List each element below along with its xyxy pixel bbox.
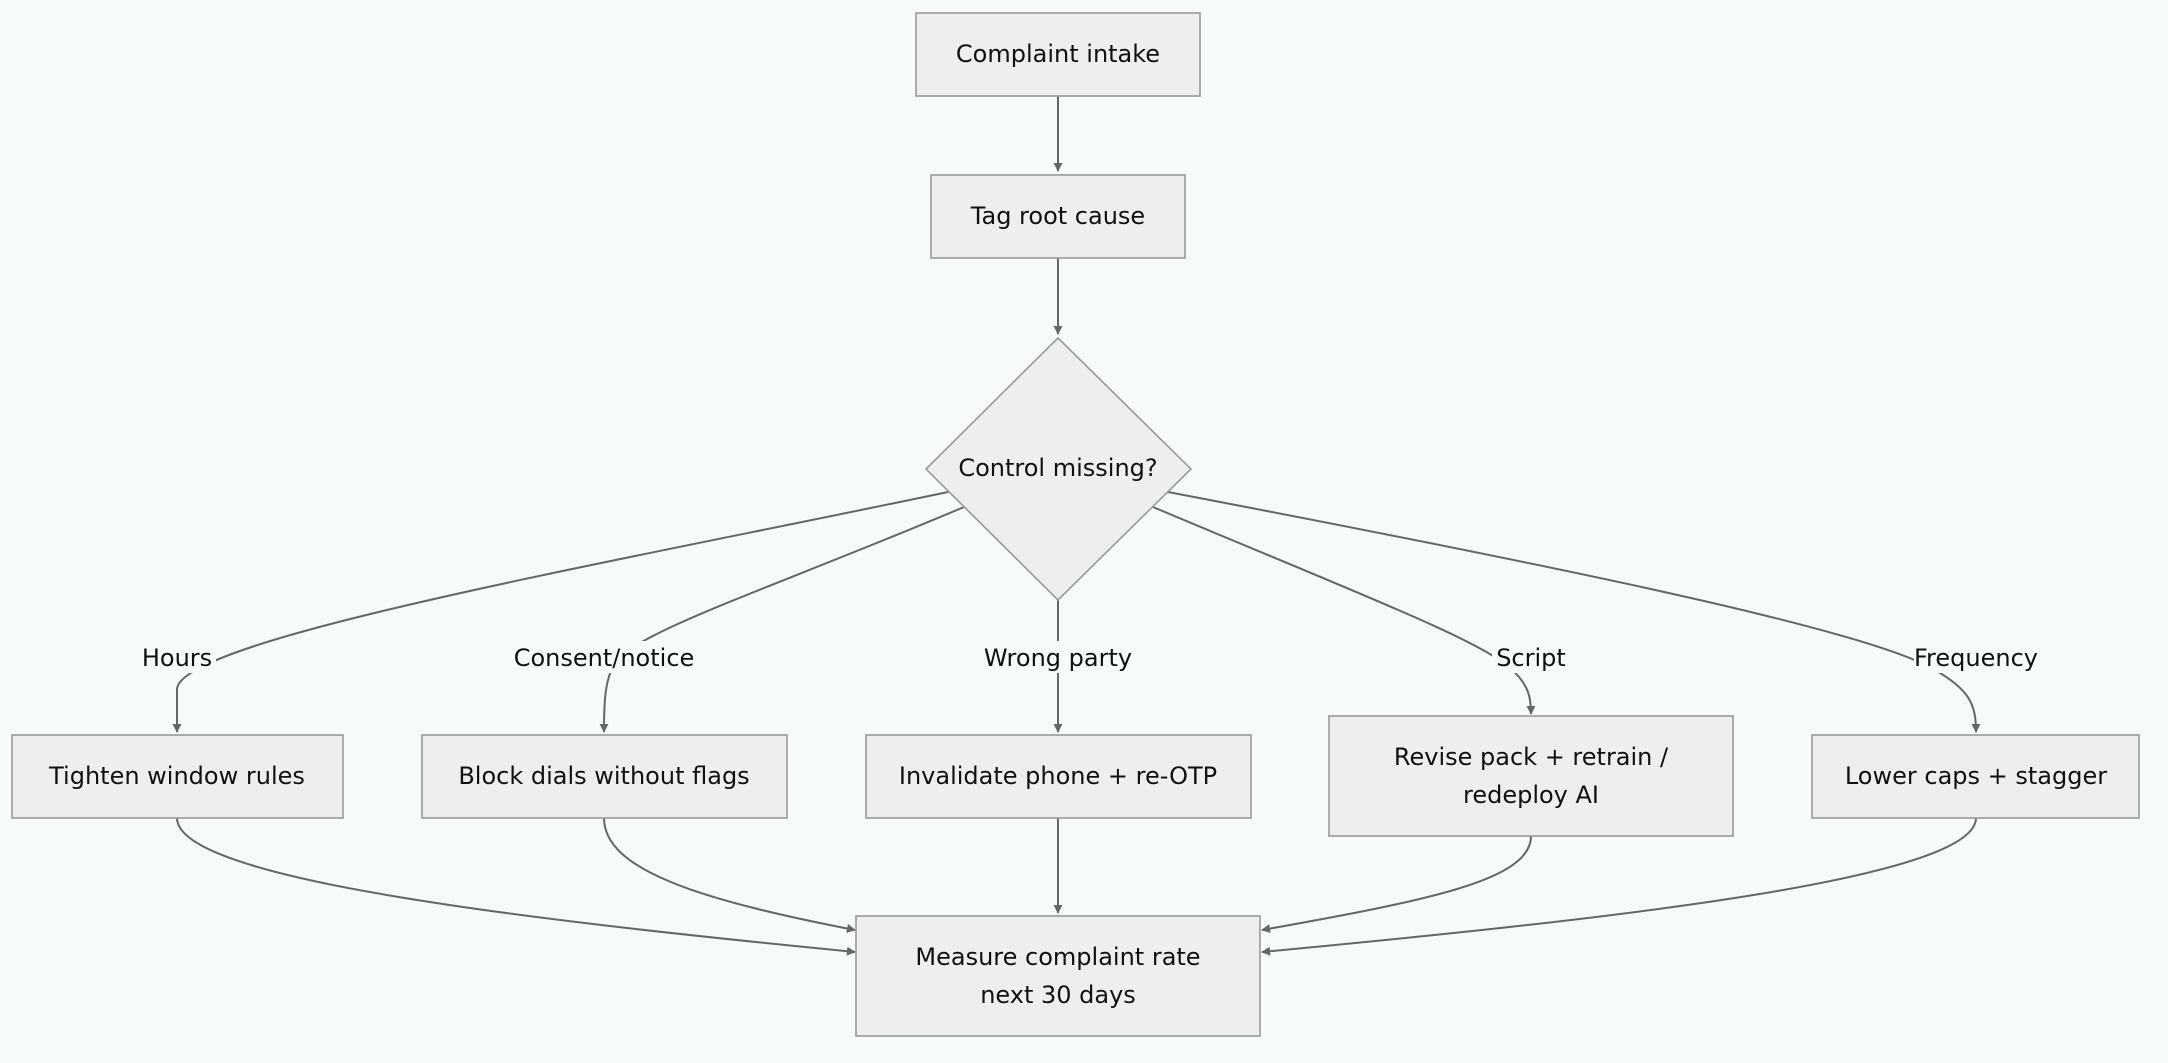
node-box [930, 174, 1186, 259]
node-label-line-1: Measure complaint rate [915, 943, 1200, 971]
edge-label-bg [984, 641, 1132, 673]
node-lower-caps: Lower caps + stagger [1811, 734, 2140, 819]
edge-consent-to-measure [603, 817, 856, 933]
node-label: Lower caps + stagger [1845, 762, 2107, 790]
node-label: Block dials without flags [458, 762, 749, 790]
edge-label-hours: Hours [142, 644, 212, 672]
node-box [1328, 715, 1734, 837]
decision-diamond [924, 336, 1193, 602]
edge-hours-to-measure [176, 817, 856, 956]
node-box [855, 915, 1261, 1037]
node-label: Complaint intake [956, 40, 1160, 68]
node-tighten-window-rules: Tighten window rules [11, 734, 344, 819]
node-label-line-1: Revise pack + retrain / [1394, 743, 1669, 771]
node-label-line-2: next 30 days [980, 981, 1136, 1009]
edge-label-script: Script [1496, 644, 1566, 672]
node-label: Tighten window rules [48, 762, 305, 790]
edge-label-bg [1914, 641, 2038, 673]
edge-decision-to-script [1152, 506, 1536, 715]
edge-label-frequency: Frequency [1914, 644, 2038, 672]
node-box [421, 734, 788, 819]
edge-label-wrong-party: Wrong party [984, 644, 1132, 672]
node-measure-complaint-rate: Measure complaint rate next 30 days [855, 915, 1261, 1037]
node-label: Invalidate phone + re-OTP [899, 762, 1217, 790]
node-tag-root-cause: Tag root cause [930, 174, 1186, 259]
edge-labels: Hours Consent/notice Wrong party Script … [138, 641, 2038, 673]
node-label: Tag root cause [970, 202, 1145, 230]
node-box [11, 734, 344, 819]
node-box [865, 734, 1252, 819]
node-revise-pack: Revise pack + retrain / redeploy AI [1328, 715, 1734, 837]
edge-frequency-to-measure [1261, 817, 1977, 956]
edge-decision-to-consent [599, 506, 965, 733]
edge-script-to-measure [1261, 835, 1532, 934]
edge-label-bg [1492, 641, 1570, 673]
node-label: Control missing? [958, 454, 1157, 482]
edge-label-bg [513, 641, 695, 673]
node-complaint-intake: Complaint intake [915, 12, 1201, 97]
node-invalidate-phone: Invalidate phone + re-OTP [865, 734, 1252, 819]
edge-decision-to-frequency [1167, 491, 1981, 733]
node-box [1811, 734, 2140, 819]
node-block-dials-without-flags: Block dials without flags [421, 734, 788, 819]
edge-label-bg [138, 641, 216, 673]
node-label-line-2: redeploy AI [1463, 781, 1599, 809]
edge-decision-to-hours [172, 491, 949, 733]
node-control-missing-decision: Control missing? [924, 336, 1193, 602]
edges [172, 96, 1981, 956]
edge-label-consent: Consent/notice [514, 644, 695, 672]
node-box [915, 12, 1201, 97]
nodes: Complaint intake Tag root cause Control … [11, 12, 2140, 1037]
